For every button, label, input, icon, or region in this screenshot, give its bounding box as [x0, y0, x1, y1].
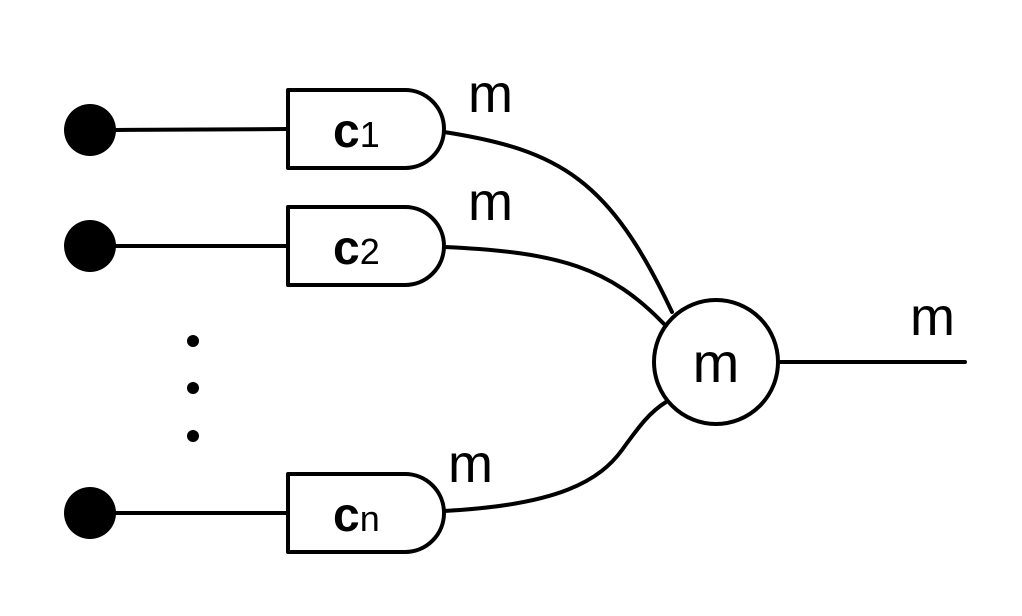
ellipsis-dot	[187, 335, 199, 347]
wire-label-2: m	[468, 172, 513, 232]
input-wire-1	[114, 127, 290, 132]
gate-cn	[286, 472, 446, 554]
ellipsis-dot	[187, 430, 199, 442]
output-wire-label: m	[910, 287, 955, 347]
gate-c1-name: c	[333, 105, 360, 158]
wire-label-1: m	[468, 64, 513, 124]
input-node-2	[64, 220, 116, 272]
vertical-ellipsis	[187, 335, 199, 442]
gate-c2-label: c2	[333, 222, 380, 275]
gate-cn-name: c	[333, 489, 360, 542]
gate-cn-to-hub-wire	[442, 400, 668, 513]
hub-node: m	[652, 298, 780, 426]
gate-c1-label: c1	[333, 105, 380, 158]
input-node-1	[64, 104, 116, 156]
gate-row-2: c2 m	[64, 172, 666, 326]
gate-c2-name: c	[333, 222, 360, 275]
gate-row-n: cn m	[64, 400, 668, 554]
hub-label: m	[693, 331, 740, 394]
gate-c2-to-hub-wire	[442, 245, 666, 326]
gate-c2-subscript: 2	[360, 231, 380, 272]
gate-cn-label: cn	[333, 489, 380, 542]
gate-c1-subscript: 1	[360, 114, 380, 155]
gate-row-1: c1 m	[64, 64, 674, 314]
ellipsis-dot	[187, 382, 199, 394]
gate-cn-subscript: n	[360, 498, 380, 539]
wire-label-n: m	[448, 434, 493, 494]
gate-c1-to-hub-wire	[442, 130, 674, 314]
input-node-n	[64, 487, 116, 539]
output: m	[776, 287, 967, 364]
